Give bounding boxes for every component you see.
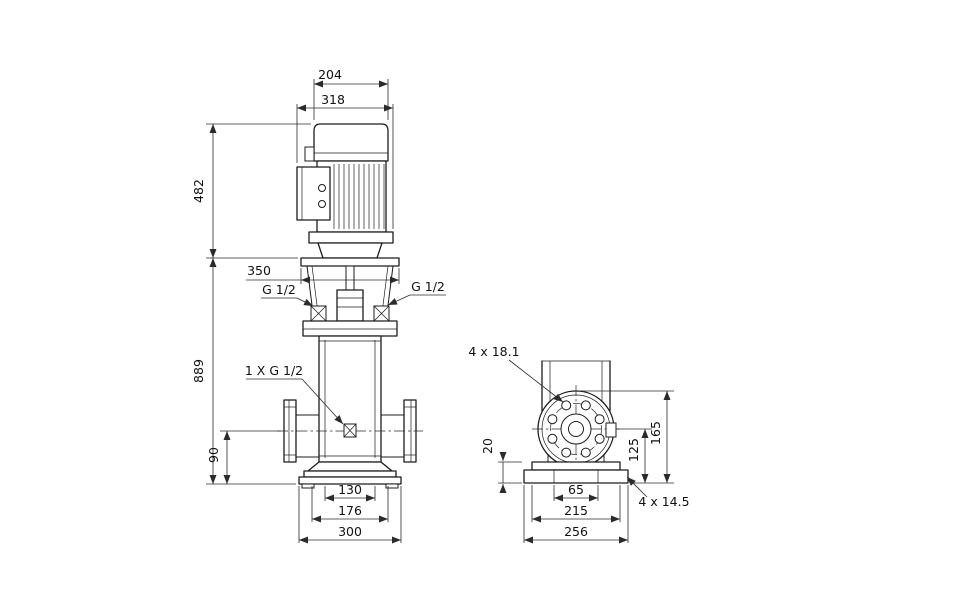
fan-cover-clip	[304, 146, 315, 162]
base-holes-label: 4 x 14.5	[638, 494, 689, 509]
dim-215-label: 215	[564, 503, 588, 518]
dim-482-label: 482	[191, 179, 206, 203]
cable-entry-top	[318, 184, 326, 192]
flange-bolt-holes	[547, 400, 605, 458]
dim-350: 350	[246, 263, 400, 284]
dim-318: 318	[296, 92, 394, 229]
dim-130: 130	[324, 482, 376, 502]
dim-318-label: 318	[321, 92, 345, 107]
dim-65: 65	[553, 482, 599, 502]
label-drain: 1 X G 1/2	[245, 363, 344, 425]
label-vent-left: G 1/2	[261, 282, 314, 307]
drain-leader	[301, 378, 344, 425]
port-flange-face	[532, 385, 620, 473]
foot-left	[301, 483, 315, 489]
dim-889: 889	[191, 258, 296, 485]
dim-482: 482	[191, 123, 311, 259]
chamber-stack	[318, 335, 382, 463]
dim-20-label: 20	[480, 438, 495, 454]
dim-215: 215	[531, 485, 621, 523]
front-view	[277, 123, 423, 489]
dim-90-label: 90	[206, 447, 221, 463]
dim-125: 125	[616, 428, 652, 483]
terminal-box	[296, 166, 331, 221]
motor-stool-plate	[300, 257, 400, 267]
pump-head	[302, 320, 398, 337]
vent-right-leader	[387, 294, 411, 306]
base-plate-lower	[298, 476, 402, 485]
motor	[296, 123, 400, 267]
flange-holes-label: 4 x 18.1	[468, 344, 519, 359]
dim-176: 176	[311, 486, 389, 523]
drain-label: 1 X G 1/2	[245, 363, 303, 378]
motor-stool	[306, 265, 394, 322]
dim-165-label: 165	[648, 421, 663, 445]
side-plug	[605, 422, 617, 438]
dim-125-label: 125	[626, 438, 641, 462]
drain-plug	[343, 423, 357, 438]
dim-204-label: 204	[318, 67, 342, 82]
motor-flange	[308, 231, 394, 244]
dim-256-label: 256	[564, 524, 588, 539]
label-vent-right: G 1/2	[387, 279, 446, 306]
dim-20: 20	[480, 438, 522, 493]
bolt-circle	[550, 403, 602, 455]
dim-350-label: 350	[247, 263, 271, 278]
side-base-lower	[523, 469, 629, 484]
flange-bore-circle	[568, 421, 584, 437]
motor-adapter	[317, 242, 383, 259]
foot-right	[385, 483, 399, 489]
coupling	[336, 289, 364, 322]
flange-holes-leader	[508, 359, 564, 403]
vent-left-leader	[296, 297, 314, 307]
base	[298, 461, 402, 489]
base-holes-leader	[626, 476, 648, 498]
vent-right-label: G 1/2	[411, 279, 445, 294]
vent-left-label: G 1/2	[262, 282, 296, 297]
front-dimensions: 204 318 482 889 350 90	[191, 67, 446, 544]
vent-port-right	[373, 305, 390, 322]
vent-port-left	[310, 305, 327, 322]
base-flare	[307, 461, 393, 472]
dim-65-label: 65	[568, 482, 584, 497]
dim-889-label: 889	[191, 359, 206, 383]
stack-sleeve	[318, 335, 382, 463]
label-base-holes: 4 x 14.5	[626, 476, 690, 509]
base-plate-upper	[303, 470, 397, 478]
cable-entry-bottom	[318, 200, 326, 208]
fan-cover	[313, 123, 389, 162]
dim-300: 300	[298, 486, 402, 544]
dim-176-label: 176	[338, 503, 362, 518]
motor-fins	[333, 164, 385, 229]
side-base-upper	[531, 461, 621, 471]
dim-90: 90	[206, 430, 281, 484]
side-dimensions: 20 125 165 65 215 256	[468, 344, 690, 544]
side-view	[523, 360, 629, 484]
dim-204: 204	[313, 67, 389, 120]
dim-300-label: 300	[338, 524, 362, 539]
label-flange-holes: 4 x 18.1	[468, 344, 564, 403]
side-base	[523, 461, 629, 484]
dim-256: 256	[523, 485, 629, 544]
pump-shaft	[345, 265, 355, 291]
port-flanges	[277, 399, 423, 463]
dim-130-label: 130	[338, 482, 362, 497]
dim-165: 165	[578, 390, 674, 484]
